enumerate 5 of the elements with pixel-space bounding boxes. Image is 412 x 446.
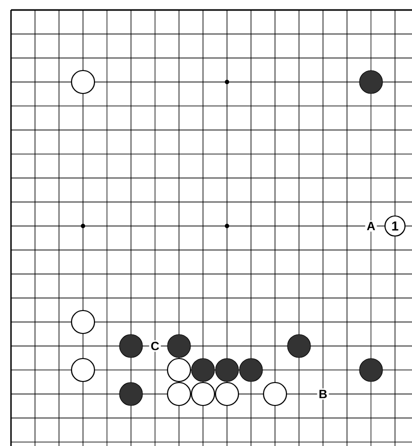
point-label: B	[317, 388, 329, 400]
point-label: A	[365, 220, 377, 232]
numbered-stone: 1	[384, 215, 406, 237]
point-label: C	[149, 340, 161, 352]
node-label: 1	[392, 222, 398, 230]
